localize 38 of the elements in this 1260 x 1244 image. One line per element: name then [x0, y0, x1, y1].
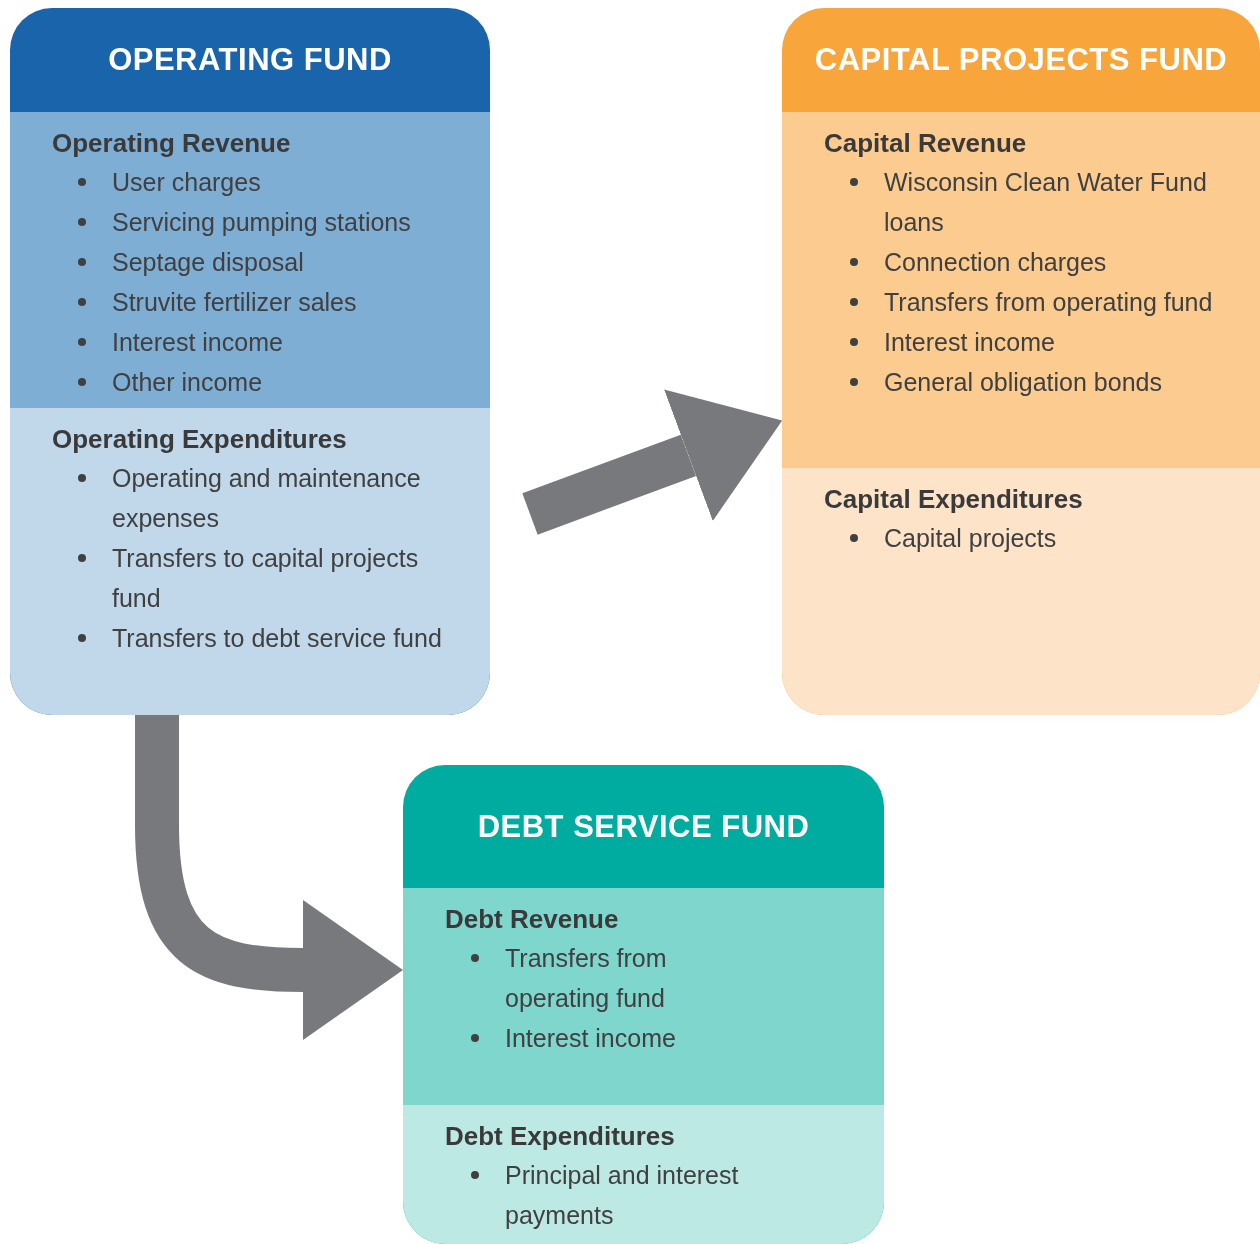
list-item: Struvite fertilizer sales: [52, 282, 460, 322]
list-item: General obligation bonds: [824, 362, 1214, 402]
list-item: Transfers to capital projects fund: [52, 538, 460, 618]
fund-card: [403, 765, 884, 1244]
section-heading: Debt Revenue: [445, 903, 619, 936]
section-panel: [403, 1105, 884, 1244]
list-item: Transfers from operating fund: [824, 282, 1214, 322]
fund-title: OPERATING FUND: [108, 42, 392, 78]
list-item: Interest income: [445, 1018, 775, 1058]
section-panel: [403, 888, 884, 1105]
list-item: Capital projects: [824, 518, 1230, 558]
list-item: Principal and interest payments: [445, 1155, 845, 1235]
fund-card: [10, 8, 490, 715]
list-item: Connection charges: [824, 242, 1214, 282]
list-item: Transfers from operating fund: [445, 938, 775, 1018]
section-heading: Capital Revenue: [824, 127, 1027, 160]
list-item: Septage disposal: [52, 242, 460, 282]
list-item: Operating and maintenance expenses: [52, 458, 460, 538]
section-heading: Capital Expenditures: [824, 483, 1083, 516]
section-heading: Operating Revenue: [52, 127, 291, 160]
list-item: User charges: [52, 162, 460, 202]
section-heading: Debt Expenditures: [445, 1120, 675, 1153]
list-item: Interest income: [52, 322, 460, 362]
list-item: Other income: [52, 362, 460, 402]
section-panel: [10, 112, 490, 408]
list-item: Interest income: [824, 322, 1214, 362]
list-item: Servicing pumping stations: [52, 202, 460, 242]
fund-title: DEBT SERVICE FUND: [477, 808, 810, 845]
list-item: Wisconsin Clean Water Fund loans: [824, 162, 1214, 242]
fund-title: CAPITAL PROJECTS FUND: [814, 42, 1228, 78]
section-panel: [782, 112, 1260, 468]
section-heading: Operating Expenditures: [52, 423, 347, 456]
block-arrow: [135, 715, 403, 1040]
section-panel: [10, 408, 490, 715]
section-panel: [782, 468, 1260, 715]
fund-card: [782, 8, 1260, 715]
block-arrow: [522, 389, 783, 535]
list-item: Transfers to debt service fund: [52, 618, 460, 658]
